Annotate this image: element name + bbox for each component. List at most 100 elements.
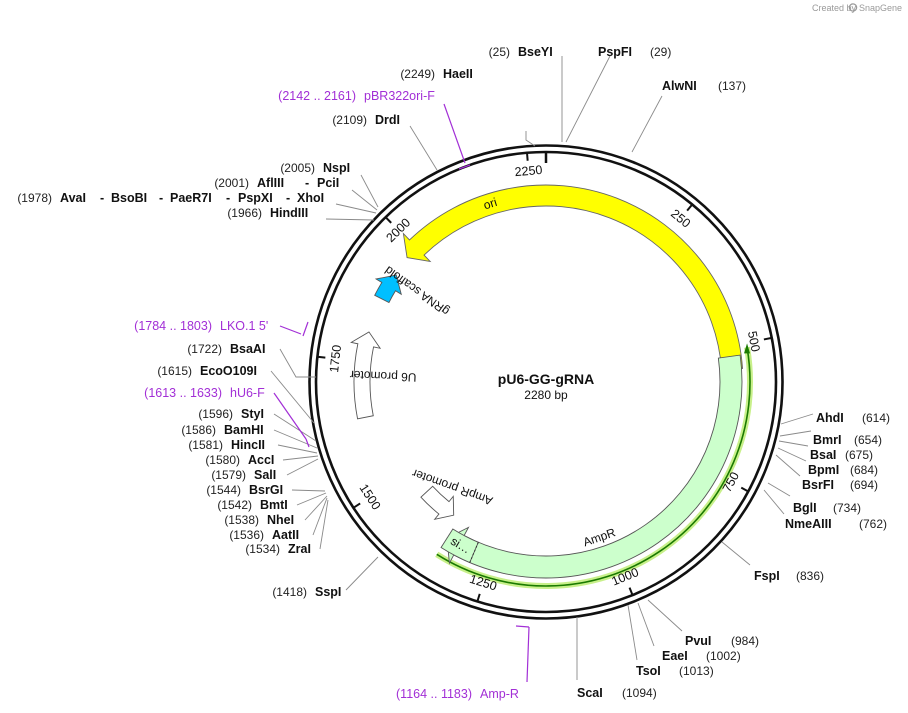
primer-label-lko1[interactable]: (1784 .. 1803) LKO.1 5' — [134, 319, 268, 333]
enzyme-label-bsaai[interactable]: (1722) BsaAI — [187, 342, 265, 356]
leader-nhei — [304, 495, 328, 521]
enzyme-position: (684) — [850, 463, 878, 477]
leader-zrai — [319, 499, 329, 550]
enzyme-position: (1966) — [227, 206, 262, 220]
enzyme-position: (1722) — [187, 342, 222, 356]
credit-prefix: Created by — [812, 3, 857, 13]
primer-label-hu6-f[interactable]: (1613 .. 1633) hU6-F — [144, 386, 265, 400]
enzyme-label-xhoi-group[interactable]: (1978) AvaI - BsoBI - PaeR7I - PspXI - X… — [17, 191, 324, 205]
leader-fspi — [721, 541, 751, 566]
leader-pvui — [647, 599, 683, 632]
enzyme-position: (675) — [845, 448, 873, 462]
primer-label-pbr322ori-f[interactable]: (2142 .. 2161) pBR322ori-F — [278, 89, 435, 103]
leader-bpmi — [777, 447, 807, 462]
enzyme-name: HincII — [231, 438, 265, 452]
enzyme-label-tsoi[interactable]: TsoI (1013) — [636, 664, 714, 678]
enzyme-label-haeii[interactable]: (2249) HaeII — [400, 67, 473, 81]
enzyme-name: BamHI — [224, 423, 264, 437]
enzyme-position: (1418) — [272, 585, 307, 599]
primer-leader-lines — [273, 103, 530, 683]
primer-name: LKO.1 5' — [220, 319, 268, 333]
enzyme-name: HindIII — [270, 206, 308, 220]
enzyme-name: DrdI — [375, 113, 400, 127]
leader-pspfi — [565, 55, 611, 143]
enzyme-label-bgli[interactable]: BglI (734) — [793, 501, 861, 515]
enzyme-name: NmeAIII — [785, 517, 832, 531]
tick-mark-250 — [686, 203, 693, 212]
enzyme-label-drdi[interactable]: (2109) DrdI — [332, 113, 400, 127]
enzyme-name: BglI — [793, 501, 817, 515]
ori-feature[interactable] — [402, 184, 744, 371]
signal-feature[interactable] — [440, 528, 479, 564]
primer-leader-pbr322ori-f — [443, 103, 466, 164]
u6-promoter-feature[interactable] — [350, 331, 382, 420]
enzyme-label-aatii[interactable]: (1536) AatII — [229, 528, 299, 542]
enzyme-name: AflIII — [257, 176, 284, 190]
primer-tick-pbr322ori-f — [458, 164, 471, 170]
enzyme-label-afliii-pcii[interactable]: (2001) AflIII - PciI — [214, 176, 339, 190]
enzyme-label-alwni[interactable]: AlwNI (137) — [662, 79, 746, 93]
enzyme-label-bsrfi[interactable]: BsrFI (694) — [802, 478, 878, 492]
enzyme-position: (1538) — [224, 513, 259, 527]
enzyme-label-bsrgi[interactable]: (1544) BsrGI — [206, 483, 283, 497]
enzyme-label-bamhi[interactable]: (1586) BamHI — [181, 423, 263, 437]
enzyme-label-bmri[interactable]: BmrI (654) — [813, 433, 882, 447]
enzyme-position: (1596) — [198, 407, 233, 421]
leader-xhoi — [335, 203, 377, 214]
enzyme-position: (1536) — [229, 528, 264, 542]
enzyme-label-bseyi[interactable]: (25) BseYI — [489, 45, 553, 59]
enzyme-label-sspi[interactable]: (1418) SspI — [272, 585, 341, 599]
enzyme-label-sali[interactable]: (1579) SalI — [211, 468, 276, 482]
enzyme-label-nspi[interactable]: (2005) NspI — [280, 161, 350, 175]
enzyme-label-scai[interactable]: ScaI (1094) — [577, 686, 657, 700]
leader-sspi — [345, 556, 379, 591]
enzyme-name: XhoI — [297, 191, 324, 205]
enzyme-label-hincii[interactable]: (1581) HincII — [188, 438, 265, 452]
enzyme-label-pvui[interactable]: PvuI (984) — [685, 634, 759, 648]
enzyme-position: (1581) — [188, 438, 223, 452]
enzyme-label-bmti[interactable]: (1542) BmtI — [217, 498, 287, 512]
enzyme-label-pspfi[interactable]: PspFI (29) — [598, 45, 671, 59]
primer-name: Amp-R — [480, 687, 519, 701]
enzyme-name: AvaI — [60, 191, 86, 205]
enzyme-label-bpmi[interactable]: BpmI (684) — [808, 463, 878, 477]
plasmid-name: pU6-GG-gRNA — [498, 371, 594, 387]
enzyme-label-ecoo109i[interactable]: (1615) EcoO109I — [157, 364, 257, 378]
enzyme-position: (1579) — [211, 468, 246, 482]
enzyme-position: (694) — [850, 478, 878, 492]
enzyme-label-fspi[interactable]: FspI (836) — [754, 569, 824, 583]
enzyme-label-styi[interactable]: (1596) StyI — [198, 407, 264, 421]
leader-bmti — [296, 492, 327, 506]
svg-text:-: - — [100, 191, 104, 205]
primer-range: (1613 .. 1633) — [144, 386, 222, 400]
enzyme-label-nmeaiii[interactable]: NmeAIII (762) — [785, 517, 887, 531]
leader-bamhi — [273, 429, 318, 449]
enzyme-position: (1580) — [205, 453, 240, 467]
enzyme-name: BseYI — [518, 45, 553, 59]
enzyme-name: SalI — [254, 468, 276, 482]
enzyme-position: (614) — [862, 411, 890, 425]
leader-bsai — [778, 440, 809, 447]
enzyme-position: (137) — [718, 79, 746, 93]
enzyme-label-bsai[interactable]: BsaI (675) — [810, 448, 873, 462]
enzyme-position: (984) — [731, 634, 759, 648]
enzyme-label-eaei[interactable]: EaeI (1002) — [662, 649, 741, 663]
leader-nspi — [360, 174, 379, 208]
enzyme-name: EaeI — [662, 649, 688, 663]
enzyme-label-acci[interactable]: (1580) AccI — [205, 453, 274, 467]
enzyme-label-ahdi[interactable]: AhdI (614) — [816, 411, 890, 425]
enzyme-label-hindiii[interactable]: (1966) HindIII — [227, 206, 308, 220]
enzyme-label-nhei[interactable]: (1538) NheI — [224, 513, 294, 527]
primer-range: (2142 .. 2161) — [278, 89, 356, 103]
enzyme-name: PaeR7I — [170, 191, 212, 205]
leader-acci — [282, 455, 319, 461]
enzyme-label-zrai[interactable]: (1534) ZraI — [245, 542, 311, 556]
tick-label-1500: 1500 — [356, 482, 383, 513]
grna-scaffold-feature[interactable] — [374, 274, 402, 304]
ampr-promoter-feature[interactable] — [420, 485, 455, 520]
primer-label-amp-r[interactable]: (1164 .. 1183) Amp-R — [396, 687, 519, 701]
enzyme-name: NheI — [267, 513, 294, 527]
enzyme-name: HaeII — [443, 67, 473, 81]
